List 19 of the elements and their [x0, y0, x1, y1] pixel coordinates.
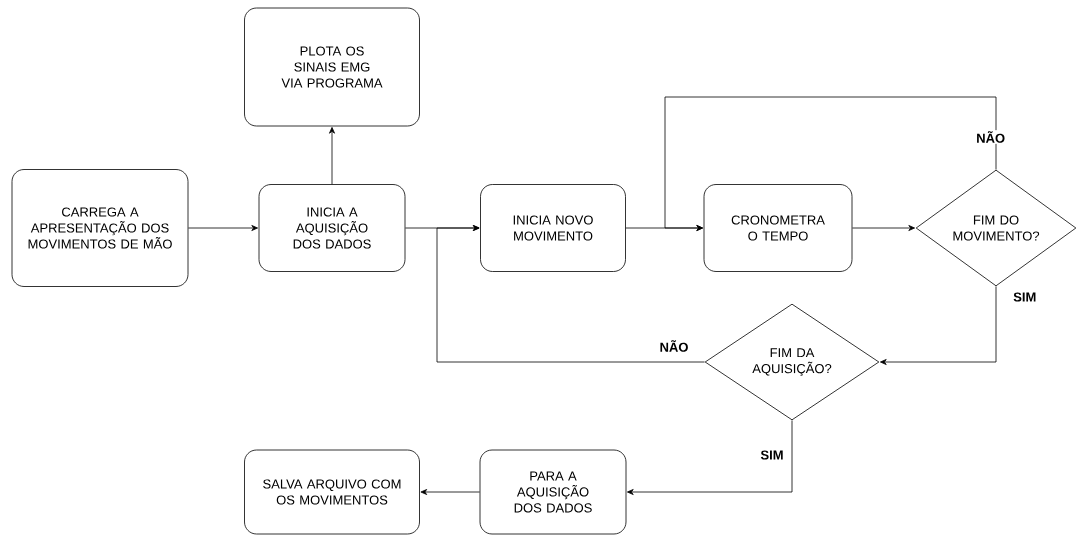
- arrow: [329, 127, 335, 185]
- process-box: CRONOMETRA O TEMPO: [703, 184, 853, 272]
- edge-label: NÃO: [658, 339, 690, 353]
- edge-label: SIM: [1012, 291, 1038, 303]
- arrow: [880, 286, 997, 365]
- process-box: INICIA A AQUISIÇÃO DOS DADOS: [258, 184, 406, 272]
- process-box: SALVA ARQUIVO COM OS MOVIMENTOS: [244, 449, 420, 535]
- process-box: INICIA NOVO MOVIMENTO: [480, 184, 626, 272]
- arrow: [852, 225, 915, 231]
- process-box: CARREGA A APRESENTAÇÃO DOS MOVIMENTOS DE MÃO: [11, 169, 189, 287]
- arrow: [420, 489, 480, 495]
- process-box: PARA A AQUISIÇÃO DOS DADOS: [479, 449, 627, 535]
- edge-label: SIM: [759, 449, 785, 461]
- process-box: PLOTA OS SINAIS EMG VIA PROGRAMA: [244, 7, 420, 127]
- arrow: [664, 96, 997, 231]
- arrow: [436, 225, 705, 363]
- arrow: [627, 420, 793, 495]
- edge-label: NÃO: [975, 130, 1007, 144]
- arrow: [188, 225, 258, 231]
